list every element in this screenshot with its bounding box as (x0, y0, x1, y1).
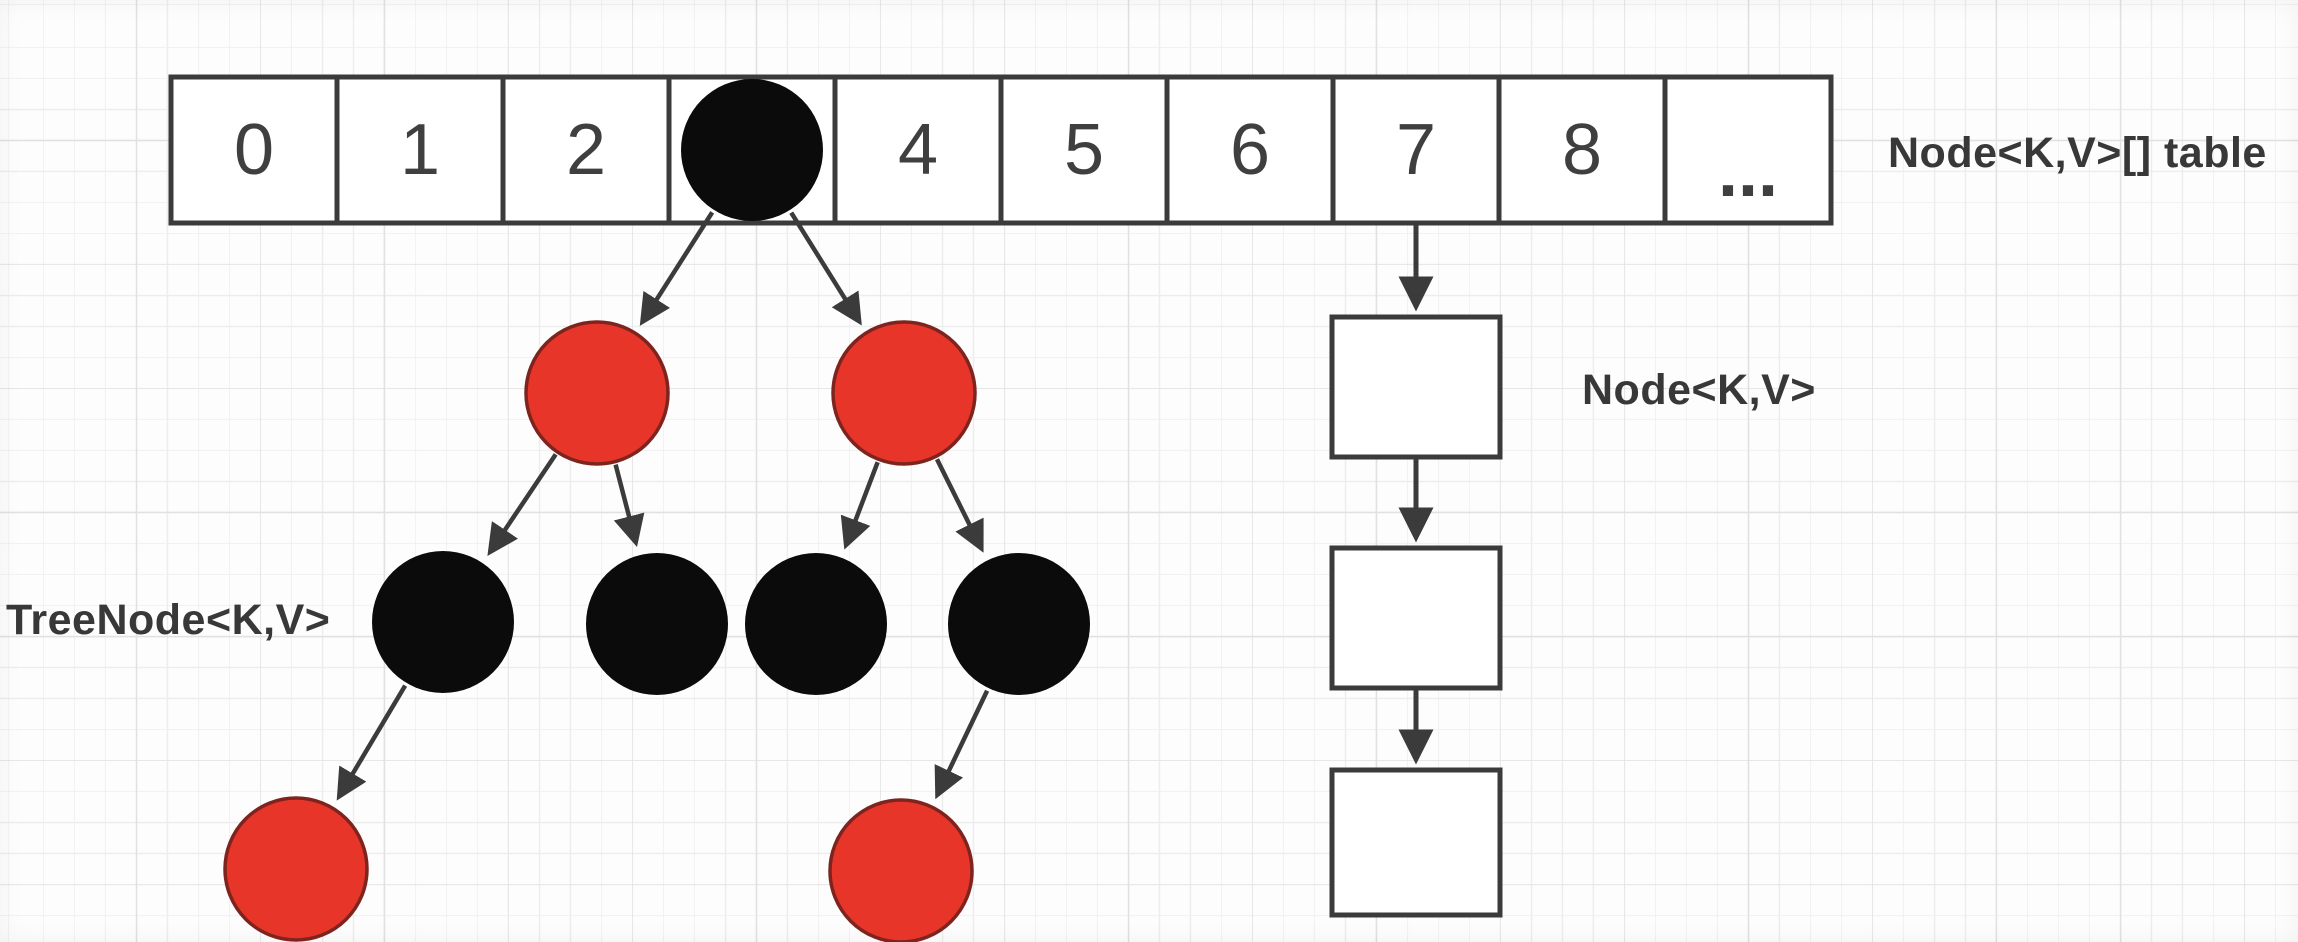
array-type-label: Node<K,V>[] table (1888, 129, 2267, 177)
tree-edge-arrow (613, 464, 645, 548)
red-tree-node (223, 796, 369, 942)
list-node-box (1329, 767, 1503, 918)
tree-edge-arrow (840, 461, 880, 550)
linked-list (1329, 224, 1503, 918)
tree-edge-arrow (934, 689, 990, 800)
black-tree-node (372, 551, 514, 693)
tree-nodes (223, 79, 1090, 942)
bucket-cell-index: ... (1718, 132, 1778, 212)
red-tree-node (828, 798, 974, 942)
bucket-cell-index: 5 (1064, 110, 1104, 190)
tree-edge-arrow (789, 211, 862, 326)
list-node-box (1329, 314, 1503, 460)
tree-edge-arrow (934, 458, 984, 553)
red-tree-node (524, 320, 670, 466)
tree-edge-arrow (639, 211, 715, 326)
bucket-cell-index: 7 (1396, 110, 1436, 190)
black-tree-node (745, 553, 887, 695)
bucket-cell-index: 6 (1230, 110, 1270, 190)
tree-edge-arrow (487, 453, 558, 556)
black-tree-node (586, 553, 728, 695)
black-tree-node (948, 553, 1090, 695)
bucket-cell-index: 1 (400, 110, 440, 190)
bucket-cell-index: 0 (234, 110, 274, 190)
red-tree-node (831, 320, 977, 466)
bucket-cell-index: 4 (898, 110, 938, 190)
tree-node-type-label: TreeNode<K,V> (6, 596, 331, 644)
black-tree-node (681, 79, 823, 221)
tree-edges (336, 211, 990, 801)
bucket-array: 0 1 2 4 5 6 7 8... (168, 74, 1834, 226)
tree-edge-arrow (336, 684, 408, 801)
list-node-box (1329, 545, 1503, 691)
bucket-cell-index: 8 (1562, 110, 1602, 190)
list-node-type-label: Node<K,V> (1582, 366, 1816, 414)
bucket-cell-index: 2 (566, 110, 606, 190)
